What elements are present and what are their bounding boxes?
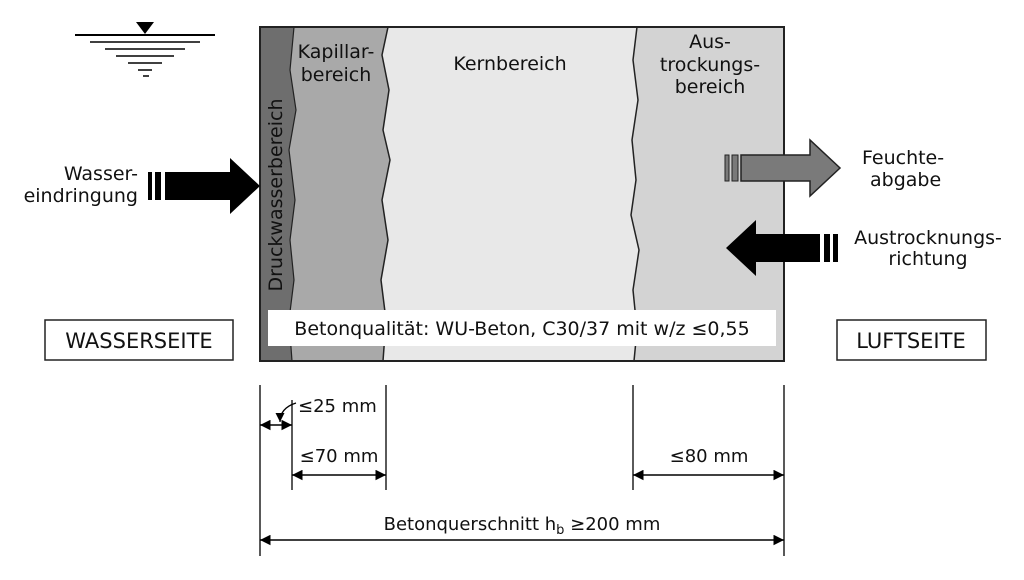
arrow-left-icon xyxy=(726,220,838,276)
luftseite-box xyxy=(836,319,987,361)
label-wasserseite: WASSERSEITE xyxy=(65,329,212,353)
dimension-25-leader xyxy=(275,402,297,423)
arrow-right-icon xyxy=(724,138,842,198)
dimension-total-label: Betonquerschnitt hb ≥200 mm xyxy=(384,514,661,538)
label-kapillar-2: bereich xyxy=(301,64,372,86)
label-wasser-1: Wasser- xyxy=(64,163,138,185)
label-austrocknung-2: trockungs- xyxy=(660,54,760,76)
dimension-70-label: ≤70 mm xyxy=(300,446,379,467)
label-austrocknung-3: bereich xyxy=(675,76,746,98)
label-wasser-2: eindringung xyxy=(24,185,138,207)
arrow-right-icon xyxy=(148,158,260,214)
label-austrocknungsrichtung-1: Austrocknungs- xyxy=(854,227,1002,249)
dimension-25-label: ≤25 mm xyxy=(298,396,377,417)
label-luftseite: LUFTSEITE xyxy=(856,329,965,353)
label-kernbereich: Kernbereich xyxy=(453,53,566,75)
dimension-total-subscript: b xyxy=(556,523,564,538)
label-feuchte-2: abgabe xyxy=(870,169,941,191)
label-austrocknung-1: Aus- xyxy=(689,31,731,53)
concrete-outline xyxy=(259,26,785,362)
label-feuchte-1: Feuchte- xyxy=(862,147,944,169)
betonqualitaet-text: Betonqualität: WU-Beton, C30/37 mit w/z … xyxy=(294,318,749,340)
dimension-total-prefix: Betonquerschnitt h xyxy=(384,514,557,535)
betonqualitaet-box xyxy=(268,310,776,346)
water-level-icon xyxy=(75,22,215,77)
dimension-total-suffix: ≥200 mm xyxy=(564,514,660,535)
label-kapillar-1: Kapillar- xyxy=(298,41,375,63)
dimension-80-label: ≤80 mm xyxy=(670,446,749,467)
label-austrocknungsrichtung-2: richtung xyxy=(888,248,967,270)
dimension-extension-lines xyxy=(259,385,785,556)
label-druckwasserbereich: Druckwasserbereich xyxy=(265,98,287,291)
wasserseite-box xyxy=(44,319,234,361)
